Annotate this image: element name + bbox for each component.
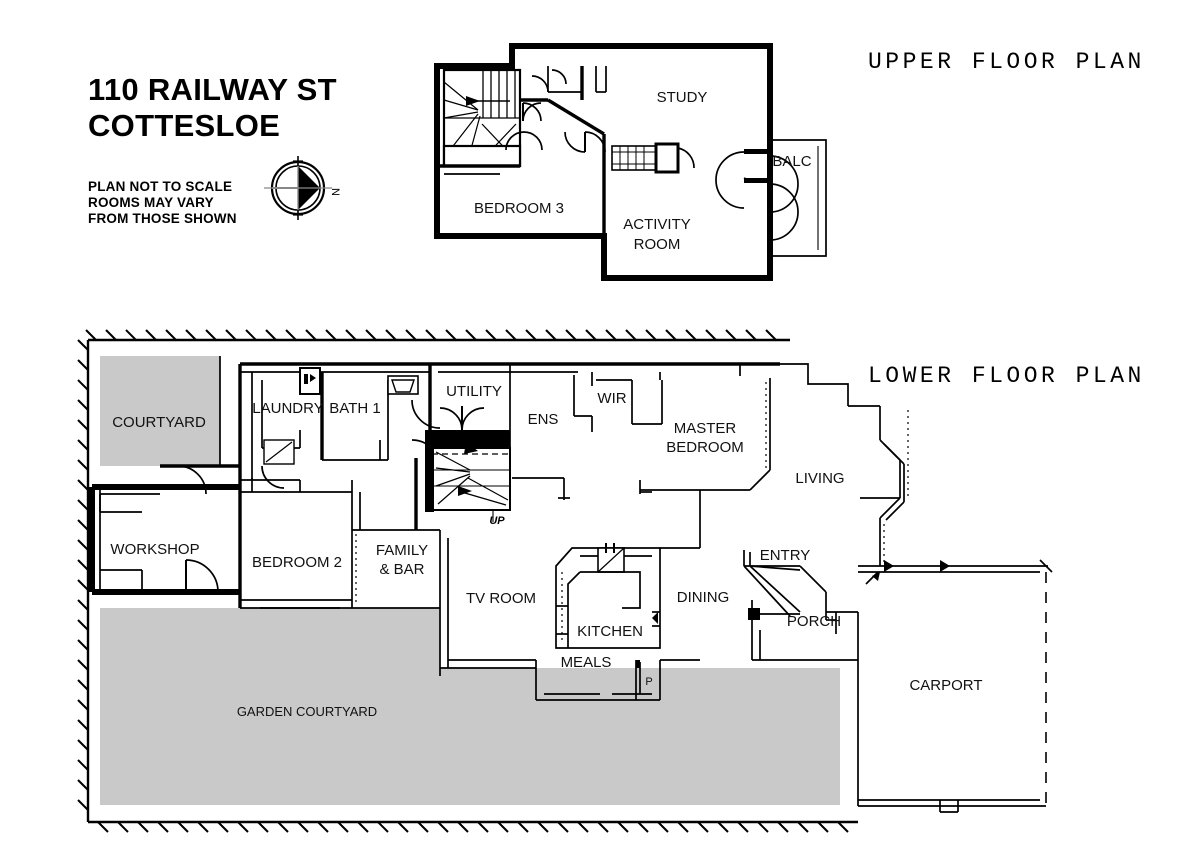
- room-laundry-bath: [240, 367, 441, 530]
- disclaimer-line2: ROOMS MAY VARY: [88, 195, 214, 210]
- room-label-balc: BALC: [772, 153, 811, 170]
- room-carport: [857, 559, 1053, 813]
- room-label-bath-1: BATH 1: [329, 400, 380, 417]
- room-label-family-bar-line2: & BAR: [379, 561, 424, 578]
- site-boundary-top: [85, 329, 790, 342]
- room-workshop: [99, 487, 241, 593]
- room-label-ens: ENS: [528, 411, 559, 428]
- room-dining-entry-porch: [660, 490, 859, 661]
- room-label-entry: ENTRY: [760, 547, 811, 564]
- room-label-study: STUDY: [657, 89, 708, 106]
- courtyard-fill: [100, 356, 220, 466]
- upper-floor-plan-header: UPPER FLOOR PLAN: [868, 49, 1145, 75]
- room-label-master-bedroom-line2: BEDROOM: [666, 439, 744, 456]
- room-label-tv-room: TV ROOM: [466, 590, 536, 607]
- garden-courtyard-fill: [100, 608, 840, 805]
- compass-rose-icon: N: [264, 156, 341, 220]
- lower-staircase: UP: [425, 430, 511, 527]
- room-label-workshop: WORKSHOP: [110, 541, 199, 558]
- room-label-pantry: P: [645, 676, 652, 688]
- room-label-activity-room-line2: ROOM: [634, 236, 681, 253]
- disclaimer-line1: PLAN NOT TO SCALE: [88, 179, 232, 194]
- page-title-line2: COTTESLOE: [88, 108, 280, 143]
- upper-balcony: [715, 139, 827, 257]
- room-label-laundry: LAUNDRY: [252, 400, 323, 417]
- room-ens-wir-master: [509, 363, 780, 500]
- room-label-meals: MEALS: [561, 654, 612, 671]
- upper-staircase: [442, 68, 522, 168]
- room-pantry: [635, 660, 641, 700]
- room-label-bedroom-3: BEDROOM 3: [474, 200, 564, 217]
- room-label-porch: PORCH: [787, 613, 841, 630]
- room-label-wir: WIR: [597, 390, 626, 407]
- room-label-family-bar-line1: FAMILY: [376, 542, 428, 559]
- lower-floor-plan-header: LOWER FLOOR PLAN: [868, 363, 1145, 389]
- room-label-living: LIVING: [795, 470, 844, 487]
- lower-floor-plan: UP: [77, 329, 1053, 833]
- room-label-activity-room-line1: ACTIVITY: [623, 216, 691, 233]
- stair-up-label: UP: [489, 515, 505, 527]
- room-label-master-bedroom-line1: MASTER: [674, 420, 737, 437]
- room-tvroom-kitchen-meals: [439, 530, 700, 701]
- compass-north-label: N: [329, 188, 341, 196]
- site-boundary-bottom: [88, 820, 858, 833]
- upper-door-arcs: [505, 69, 606, 153]
- room-label-dining: DINING: [677, 589, 730, 606]
- room-family-bedroom2: [240, 458, 440, 609]
- upper-floor-plan: STUDY BALC BEDROOM 3 ACTIVITY ROOM: [434, 43, 827, 281]
- room-label-garden-courtyard: GARDEN COURTYARD: [237, 704, 377, 719]
- room-label-bedroom-2: BEDROOM 2: [252, 554, 342, 571]
- room-label-carport: CARPORT: [909, 677, 982, 694]
- upper-landing-detail: [611, 142, 695, 174]
- room-label-kitchen: KITCHEN: [577, 623, 643, 640]
- room-label-courtyard: COURTYARD: [112, 414, 206, 431]
- room-label-utility: UTILITY: [446, 383, 502, 400]
- disclaimer-line3: FROM THOSE SHOWN: [88, 211, 237, 226]
- site-boundary-left: [77, 339, 90, 822]
- page-title-line1: 110 RAILWAY ST: [88, 72, 337, 107]
- room-utility: [428, 364, 511, 431]
- room-living: [739, 363, 909, 566]
